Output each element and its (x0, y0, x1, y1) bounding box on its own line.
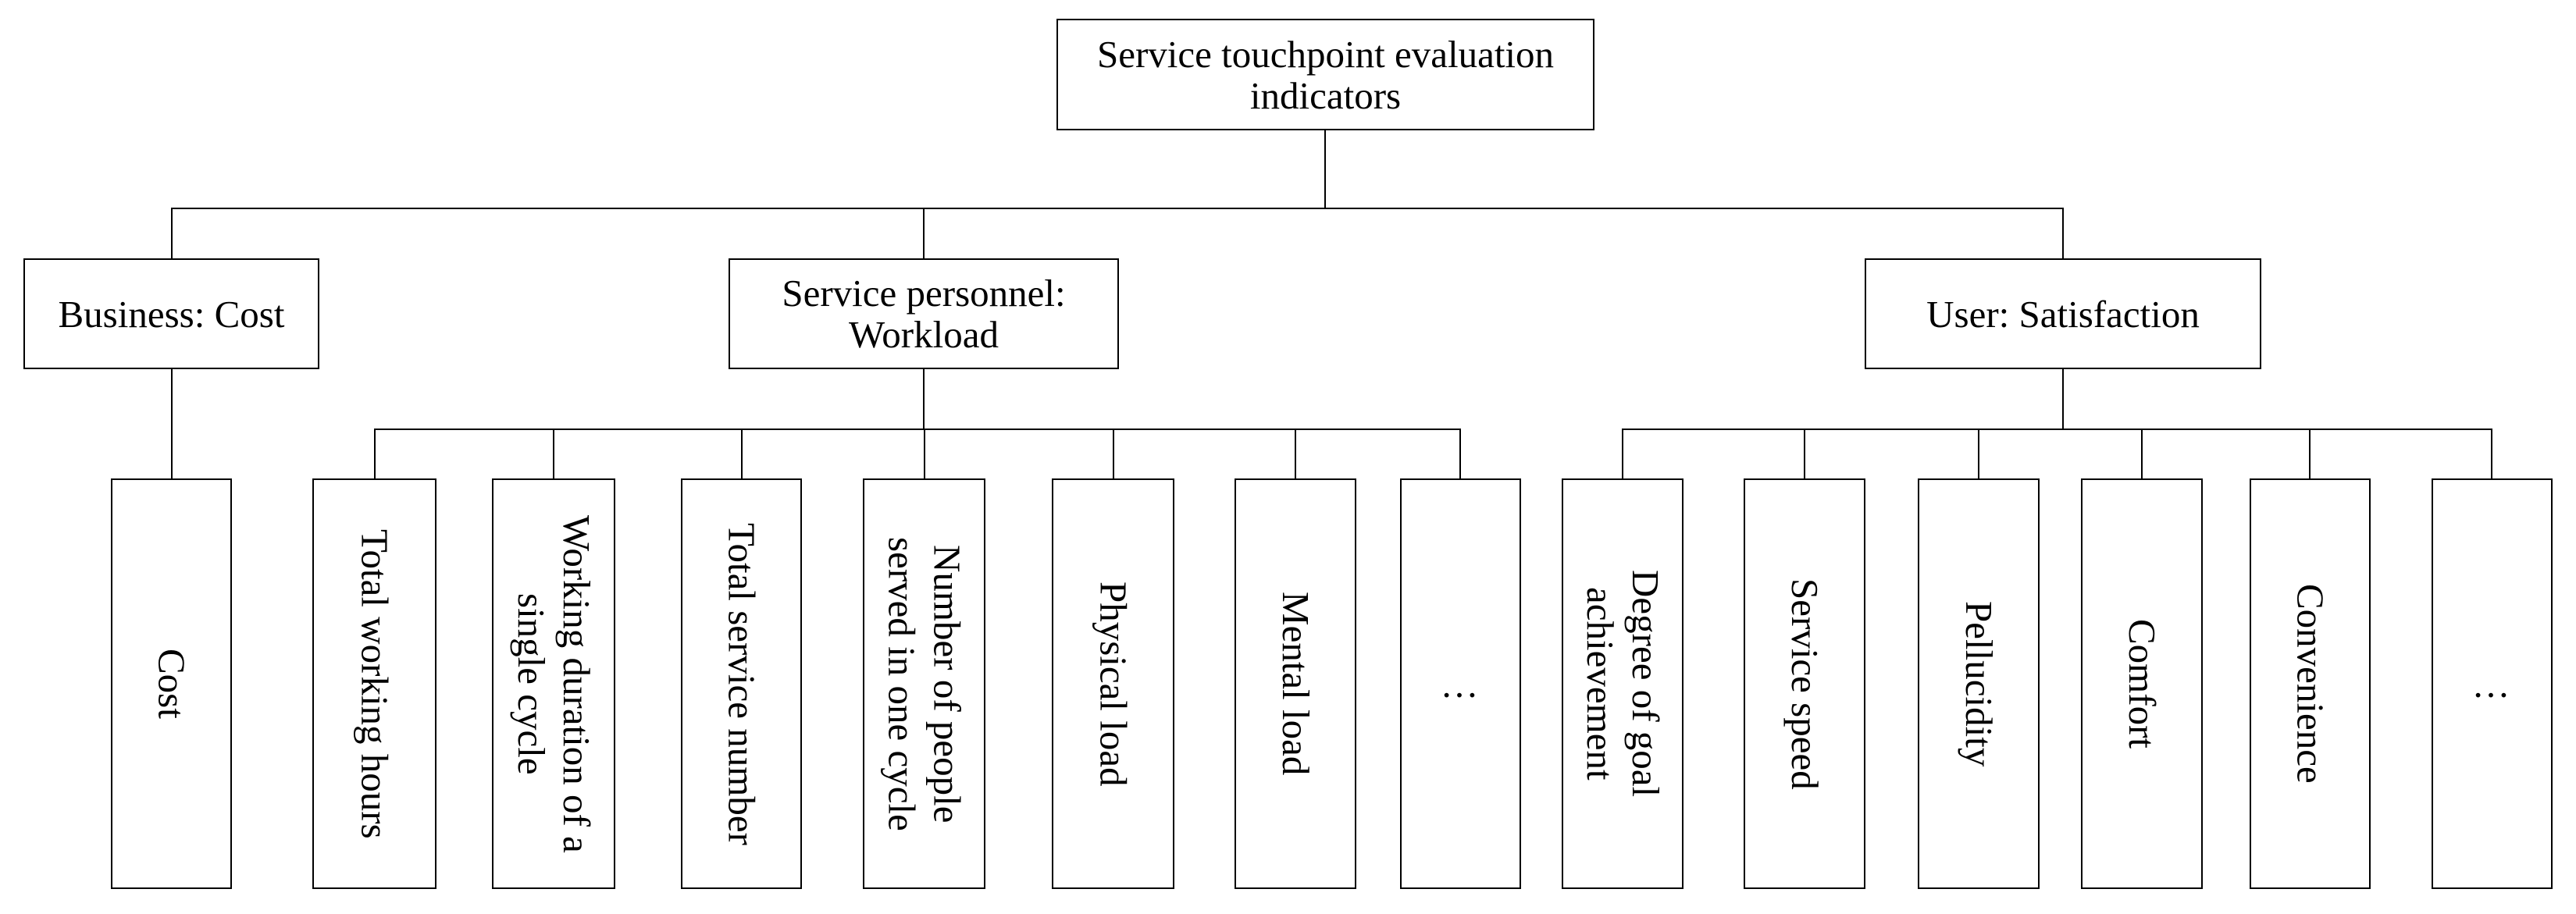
leaf-convenience-box: Convenience (2250, 478, 2371, 889)
node-business-cost-box: Business: Cost (23, 258, 319, 369)
leaf-cost-box: Cost (111, 478, 232, 889)
connector-drop-user (2062, 208, 2064, 258)
leaf-pellucidity-label: Pellucidity (1958, 600, 2001, 767)
leaf-working-duration-label: Working duration of a single cycle (510, 514, 598, 853)
connector-drop-comfort (2141, 429, 2143, 478)
connector-drop-convenience (2309, 429, 2311, 478)
node-service-personnel-box: Service personnel: Workload (729, 258, 1119, 369)
connector-drop-total-working-hours (374, 429, 376, 478)
leaf-mental-load-box: Mental load (1235, 478, 1356, 889)
connector-satisfaction-riser (2062, 369, 2064, 429)
connector-satisfaction-bus (1622, 429, 2492, 430)
leaf-physical-load-label: Physical load (1092, 581, 1135, 787)
node-user-satisfaction-box: User: Satisfaction (1865, 258, 2261, 369)
leaf-total-service-number-box: Total service number (681, 478, 802, 889)
leaf-comfort-box: Comfort (2081, 478, 2203, 889)
leaf-people-served-label: Number of people served in one cycle (880, 536, 969, 831)
leaf-working-duration-box: Working duration of a single cycle (492, 478, 615, 889)
leaf-convenience-label: Convenience (2289, 584, 2332, 784)
connector-drop-goal-achievement (1622, 429, 1623, 478)
connector-workload-bus (374, 429, 1461, 430)
leaf-comfort-label: Comfort (2121, 618, 2164, 749)
connector-drop-satisfaction-ellipsis (2491, 429, 2492, 478)
connector-root-bus (171, 208, 2064, 209)
connector-root-riser (1324, 130, 1326, 208)
node-root-box: Service touchpoint evaluation indicators (1056, 19, 1594, 130)
connector-drop-service-speed (1804, 429, 1805, 478)
node-root-label: Service touchpoint evaluation indicators (1096, 32, 1555, 117)
connector-drop-people-served (924, 429, 925, 478)
connector-drop-physical-load (1113, 429, 1114, 478)
leaf-total-service-number-label: Total service number (720, 522, 764, 845)
node-business-cost-label: Business: Cost (58, 292, 285, 336)
connector-drop-workload-ellipsis (1459, 429, 1461, 478)
connector-drop-service-personnel (923, 208, 925, 258)
leaf-physical-load-box: Physical load (1052, 478, 1174, 889)
node-service-personnel-label: Service personnel: Workload (782, 272, 1066, 356)
leaf-service-speed-label: Service speed (1783, 578, 1826, 790)
leaf-workload-ellipsis-label: … (1440, 662, 1481, 706)
leaf-total-working-hours-box: Total working hours (312, 478, 436, 889)
leaf-service-speed-box: Service speed (1744, 478, 1865, 889)
leaf-goal-achievement-box: Degree of goal achievement (1562, 478, 1683, 889)
connector-drop-business (171, 208, 173, 258)
connector-business-to-cost (171, 369, 173, 478)
leaf-satisfaction-ellipsis-box: … (2432, 478, 2553, 889)
connector-drop-mental-load (1295, 429, 1296, 478)
connector-drop-total-service-number (741, 429, 743, 478)
connector-workload-riser (923, 369, 925, 429)
leaf-cost-label: Cost (150, 649, 194, 719)
connector-drop-pellucidity (1978, 429, 1979, 478)
leaf-mental-load-label: Mental load (1274, 592, 1317, 776)
leaf-people-served-box: Number of people served in one cycle (863, 478, 985, 889)
leaf-pellucidity-box: Pellucidity (1918, 478, 2040, 889)
leaf-total-working-hours-label: Total working hours (353, 528, 397, 839)
leaf-workload-ellipsis-box: … (1400, 478, 1521, 889)
leaf-goal-achievement-label: Degree of goal achievement (1579, 570, 1667, 798)
leaf-satisfaction-ellipsis-label: … (2471, 662, 2513, 706)
node-user-satisfaction-label: User: Satisfaction (1926, 292, 2200, 336)
connector-drop-working-duration (553, 429, 554, 478)
